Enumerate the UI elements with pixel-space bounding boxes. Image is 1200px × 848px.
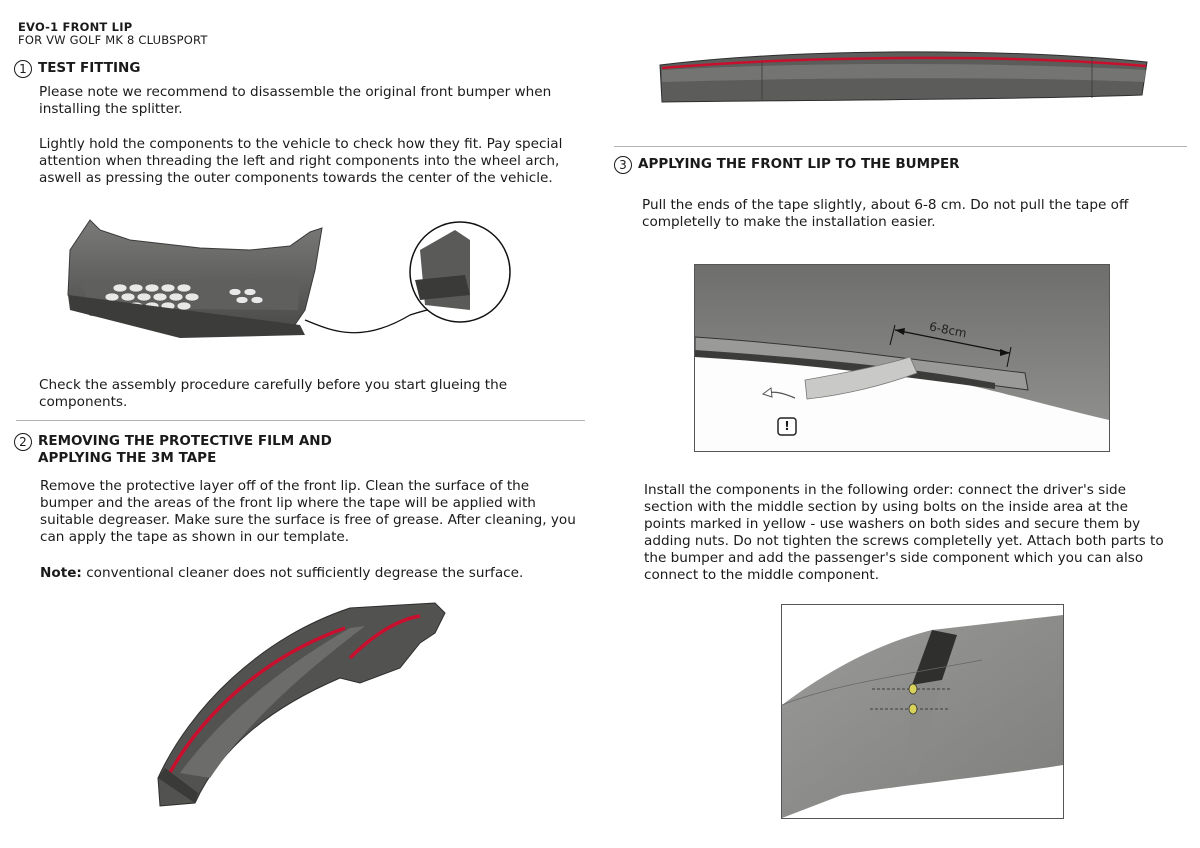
front-lip-top-illustration [659, 51, 1148, 103]
divider-right [614, 146, 1187, 147]
bolt-connection-illustration [781, 604, 1064, 819]
section-1-heading: 1 TEST FITTING [14, 60, 140, 78]
section-3-heading: 3 APPLYING THE FRONT LIP TO THE BUMPER [614, 156, 960, 174]
tape-pull-illustration: 6-8cm ! [694, 264, 1110, 452]
number-badge-icon: 3 [614, 156, 632, 174]
front-lip-tape-illustration [157, 602, 446, 807]
bumper-illustration [67, 219, 511, 338]
section-2-title-line-2: APPLYING THE 3M TAPE [38, 450, 217, 466]
section-2-title-line-1: REMOVING THE PROTECTIVE FILM AND [38, 433, 332, 449]
section-2-note: Note: conventional cleaner does not suff… [40, 565, 585, 582]
section-1-paragraph-1: Please note we recommend to disassemble … [39, 84, 552, 117]
section-1-title: TEST FITTING [38, 60, 141, 76]
section-1-paragraph-2: Lightly hold the components to the vehic… [39, 136, 563, 186]
note-text: conventional cleaner does not sufficient… [81, 565, 524, 581]
note-label: Note: [40, 565, 82, 581]
section-2-heading: 2 REMOVING THE PROTECTIVE FILM AND APPLY… [14, 433, 332, 467]
section-1-paragraph-3: Check the assembly procedure carefully b… [39, 377, 508, 410]
section-3-paragraph-2: Install the components in the following … [644, 482, 1164, 583]
document-subtitle: FOR VW GOLF MK 8 CLUBSPORT [18, 33, 208, 47]
section-2-paragraph-1: Remove the protective layer off of the f… [40, 478, 576, 545]
section-3-paragraph-1: Pull the ends of the tape slightly, abou… [642, 197, 1129, 230]
number-badge-icon: 2 [14, 433, 32, 451]
divider-left [16, 420, 585, 421]
warning-icon [777, 417, 797, 436]
number-badge-icon: 1 [14, 60, 32, 78]
section-3-title: APPLYING THE FRONT LIP TO THE BUMPER [638, 156, 960, 172]
warning-symbol: ! [784, 419, 790, 433]
document-title: EVO-1 FRONT LIP [18, 20, 133, 34]
